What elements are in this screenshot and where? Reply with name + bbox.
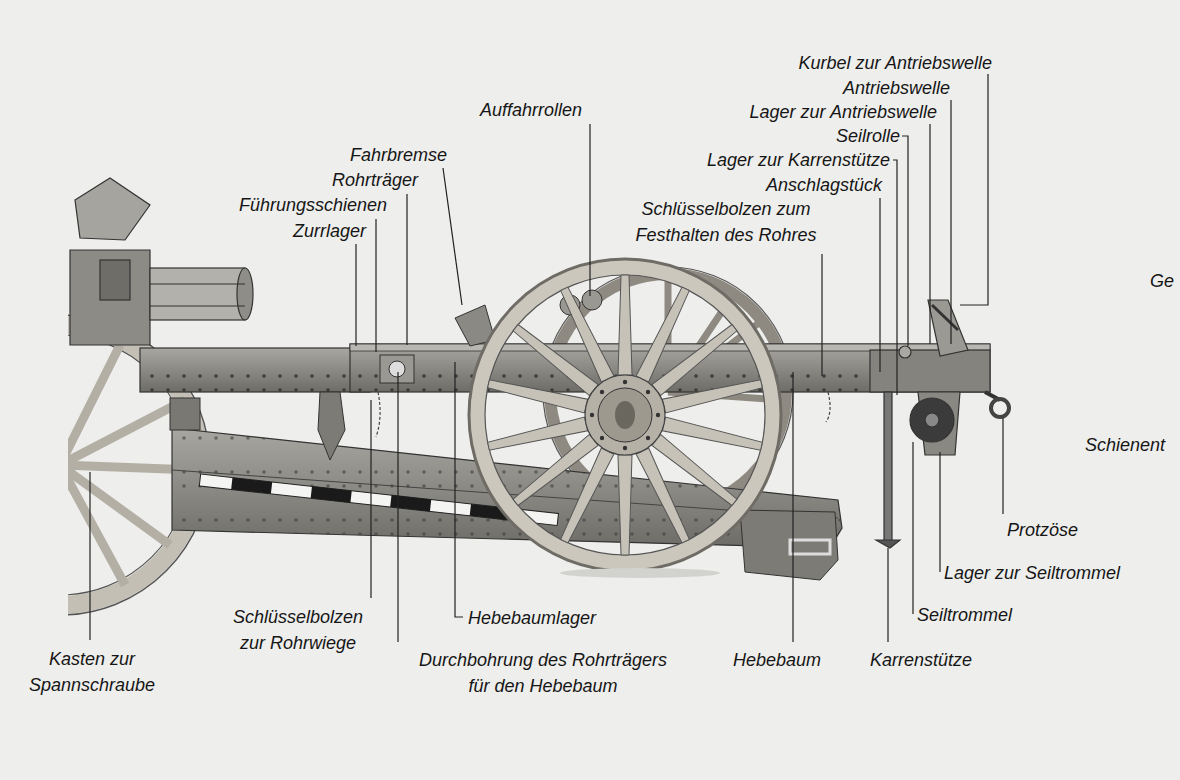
part-label: Lager zur Seiltrommel xyxy=(944,560,1120,586)
ground-shadow xyxy=(560,568,720,578)
part-label: Auffahrrollen xyxy=(480,97,582,123)
part-label: Schlüsselbolzen zur Rohrwiege xyxy=(232,604,364,656)
main-wheel xyxy=(469,259,781,571)
part-label: Hebebaumlager xyxy=(468,605,596,631)
part-label: Seiltrommel xyxy=(917,602,1012,628)
part-label: Protzöse xyxy=(1007,517,1078,543)
part-label: Seilrolle xyxy=(836,123,900,149)
part-label: Rohrträger xyxy=(332,167,418,193)
part-label: Durchbohrung des Rohrträgers für den Heb… xyxy=(418,647,669,699)
part-label: Kasten zur Spannschraube xyxy=(28,646,156,698)
part-label: Lager zur Karrenstütze xyxy=(707,147,890,173)
part-label: Karrenstütze xyxy=(870,647,972,673)
gun-breech xyxy=(70,178,253,345)
part-label: Zurrlager xyxy=(293,218,366,244)
part-label: Schienent xyxy=(1085,432,1165,458)
part-label: Kurbel zur Antriebswelle xyxy=(799,50,992,76)
part-label: Fahrbremse xyxy=(350,142,447,168)
part-label: Anschlagstück xyxy=(766,172,882,198)
part-label: Ge xyxy=(1150,268,1174,294)
leader-lines xyxy=(90,74,1003,642)
part-label: Antriebswelle xyxy=(843,75,950,101)
part-label: Lager zur Antriebswelle xyxy=(750,99,937,125)
part-label: Schlüsselbolzen zum Festhalten des Rohre… xyxy=(634,196,818,248)
barrel-carrier xyxy=(140,290,990,460)
part-label: Hebebaum xyxy=(733,647,821,673)
part-label: Führungsschienen xyxy=(239,192,387,218)
